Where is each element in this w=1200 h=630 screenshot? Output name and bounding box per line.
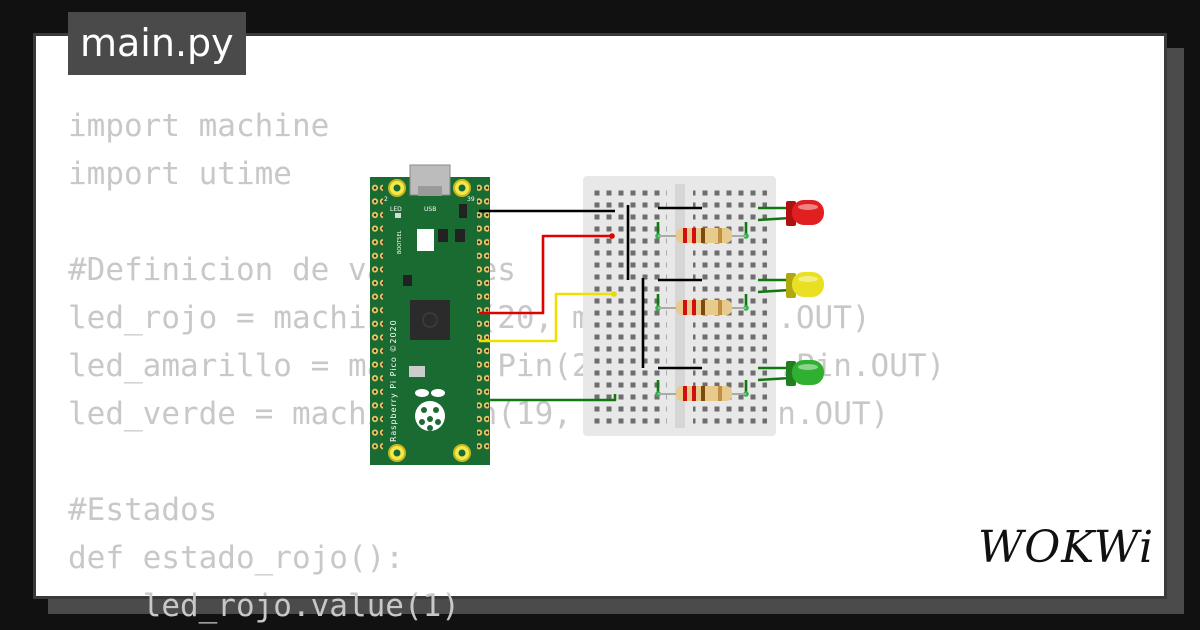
led-leg — [757, 376, 791, 382]
wire-red — [479, 234, 612, 315]
led-yellow — [786, 272, 824, 298]
resistor-2 — [658, 300, 746, 315]
wires — [479, 205, 791, 402]
wire-yellow — [479, 292, 614, 343]
code-line: led_rojo.value(1) — [68, 588, 460, 624]
usb-label: USB — [424, 206, 436, 213]
led-green — [786, 360, 824, 386]
led-leg — [757, 216, 791, 222]
led-label: LED — [390, 206, 402, 213]
resistor-3 — [658, 386, 746, 401]
pico-board: USB LED 2 39 BOOTSEL Raspberry Pi Pico ©… — [370, 164, 490, 465]
bootsel-label: BOOTSEL — [397, 230, 403, 254]
pin-2-label: 2 — [384, 196, 388, 203]
rp2040-chip — [410, 300, 450, 340]
file-tab[interactable]: main.py — [68, 12, 246, 75]
resistor-1 — [658, 228, 746, 243]
led-red — [786, 200, 824, 226]
pin-39-label: 39 — [467, 196, 475, 203]
code-line: #Estados — [68, 492, 218, 528]
board-name-label: Raspberry Pi Pico ©2020 — [389, 319, 398, 442]
code-line: import machine — [68, 108, 330, 144]
led-leg — [757, 288, 791, 294]
wokwi-logo: WOKWi — [978, 522, 1155, 573]
wire-green — [479, 394, 617, 402]
code-line: import utime — [68, 156, 292, 192]
raspberry-logo-icon — [415, 389, 445, 431]
code-line: def estado_rojo(): — [68, 540, 404, 576]
bootsel-button — [417, 229, 434, 251]
